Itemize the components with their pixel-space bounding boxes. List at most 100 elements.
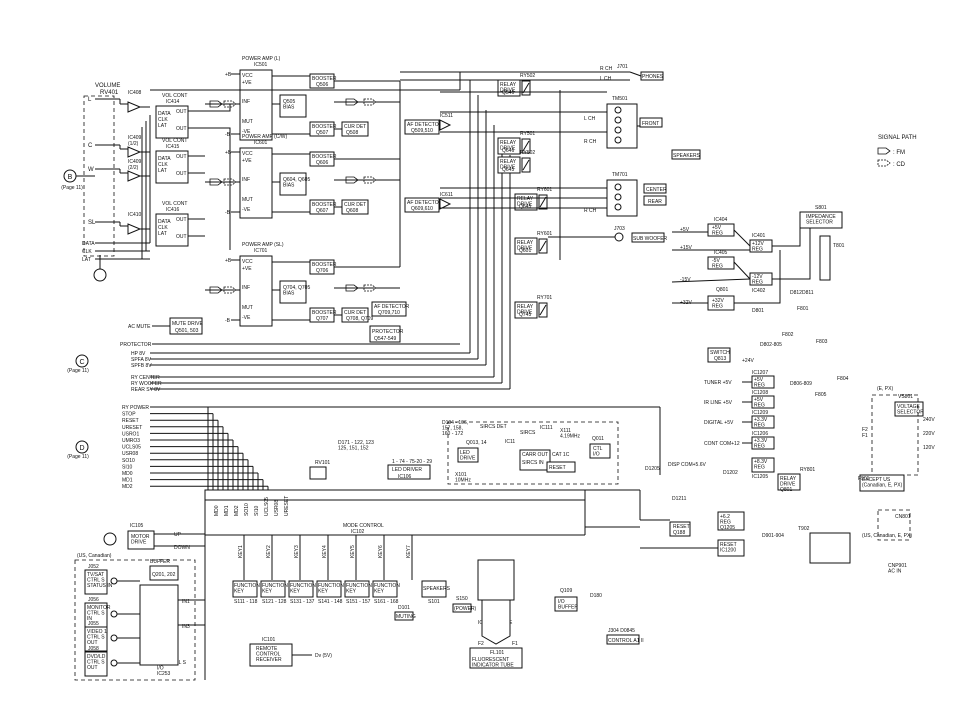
- function-key-range: S131 - 137: [290, 599, 315, 605]
- bias-block: [279, 172, 307, 196]
- t801: T801: [833, 243, 845, 249]
- vc-pin-lat: LAT: [158, 123, 167, 129]
- q1205-block: [717, 511, 745, 531]
- ctrl-signal-label: UMRO3: [122, 438, 140, 444]
- pa-pin: -VE: [242, 207, 251, 213]
- vol-opamp: [127, 101, 142, 113]
- terminal-screw: [614, 116, 622, 124]
- control-s-dashed: [74, 559, 196, 681]
- tuner-label: TUNER +5V: [704, 380, 732, 386]
- switch-block: [707, 347, 731, 363]
- voltage-selector-box: [894, 401, 924, 417]
- af-det-label: AF DETECTOR: [374, 304, 410, 310]
- fl-drive-block: [477, 559, 515, 601]
- dv5: Dv (5V): [315, 653, 332, 659]
- booster-label: BOOSTER: [312, 262, 337, 268]
- volume-ref: RV401: [100, 90, 119, 96]
- ac-mute-label: AC MUTE: [128, 324, 151, 330]
- ic1208: IC1208: [752, 390, 768, 396]
- relay-drive-block: [514, 237, 538, 255]
- switch-label: SWITCH: [710, 350, 730, 356]
- center-label: CENTER: [646, 187, 667, 193]
- f802: F802: [782, 332, 794, 338]
- power-amp-title: POWER AMP (C/W): [242, 134, 288, 140]
- fl-area-dashed: [447, 421, 619, 485]
- mode-control-ic: IC102: [351, 529, 365, 535]
- tm501-ref: TM501: [612, 96, 628, 102]
- control-s-ic: [139, 584, 179, 666]
- power-amp-block: [239, 255, 273, 327]
- bus-label-1: CLK: [82, 249, 92, 255]
- relay-drive-block: [777, 473, 801, 491]
- relay-ref: RY501: [520, 131, 535, 137]
- f901: F901: [858, 476, 870, 482]
- q13: Q013, 14: [466, 440, 487, 446]
- v24: +24V: [742, 358, 754, 364]
- ctrl-signal-label: MD2: [122, 484, 133, 490]
- cur-det-label: CUR DET: [344, 310, 366, 316]
- led-range: 1 - 74 - 75-20 - 29: [392, 459, 432, 465]
- vol-ic-ref: IC409: [128, 135, 142, 141]
- mid-signal-label: RY CENTER: [131, 375, 160, 381]
- led-drive-block: [457, 447, 479, 463]
- ctrl-signal-label: USR08: [122, 451, 138, 457]
- j052: J052: [88, 564, 99, 570]
- rv101: RV101: [315, 460, 330, 466]
- d806: D806-809: [790, 381, 812, 387]
- rch-label: R CH: [600, 66, 613, 72]
- rv101-block: [309, 466, 327, 480]
- protector-line-label: PROTECTOR: [120, 342, 152, 348]
- ic511: IC511: [440, 113, 453, 119]
- e-px: (E, PX): [877, 386, 893, 392]
- mode-pin-bot: KEY1: [238, 545, 244, 558]
- vs801: VS801: [898, 394, 913, 400]
- buffer-label: BUFFER: [150, 559, 170, 565]
- vol-ic-ref: IC410: [128, 212, 142, 218]
- pa-supply: +B: [225, 150, 232, 156]
- relay-ref: RY601: [537, 187, 552, 193]
- digital-label: DIGITAL +5V: [704, 420, 734, 426]
- vc-pin-lat: LAT: [158, 231, 167, 237]
- ctrl-signal-label: URESET: [122, 425, 142, 431]
- transformer-t902: [809, 532, 851, 564]
- booster-label: BOOSTER: [312, 76, 337, 82]
- mode-pin-top: SI10: [254, 505, 260, 516]
- vol-opamp: [127, 223, 142, 235]
- vol-ic-ref: IC408: [128, 90, 142, 96]
- d901: D901-904: [762, 533, 784, 539]
- mode-pin-top: MD0: [214, 505, 220, 516]
- relay-drive-ref: Q645: [502, 167, 514, 173]
- ctrl-signal-label: SO10: [122, 458, 135, 464]
- lch-label: L CH: [600, 76, 612, 82]
- power-box: [452, 603, 472, 613]
- mid-signal-label: REAR SY 8V: [131, 387, 161, 393]
- reset-q188-block: [669, 521, 691, 537]
- booster-ref: Q707: [316, 316, 328, 322]
- vc-pin-lat: LAT: [158, 168, 167, 174]
- mode-pin-bot: KEY6: [378, 545, 384, 558]
- mode-pin-bot: KEY7: [406, 545, 412, 558]
- function-key-range: S111 - 118: [234, 599, 258, 605]
- jack-block: [84, 569, 108, 595]
- wire: [733, 261, 751, 280]
- ctrl-signal-label: MD0: [122, 471, 133, 477]
- legend-cd-arrow: [877, 159, 891, 167]
- vc-pin-clk: CLK: [158, 225, 168, 231]
- cur-det-ref: Q708, Q709: [346, 316, 373, 322]
- af-detector-block: [404, 119, 440, 135]
- terminal-screw: [614, 126, 622, 134]
- page-ref-c: C: [79, 359, 84, 366]
- v240: 240V: [923, 417, 935, 423]
- pa-pin: +VE: [242, 158, 252, 164]
- jack-terminal: [110, 659, 118, 667]
